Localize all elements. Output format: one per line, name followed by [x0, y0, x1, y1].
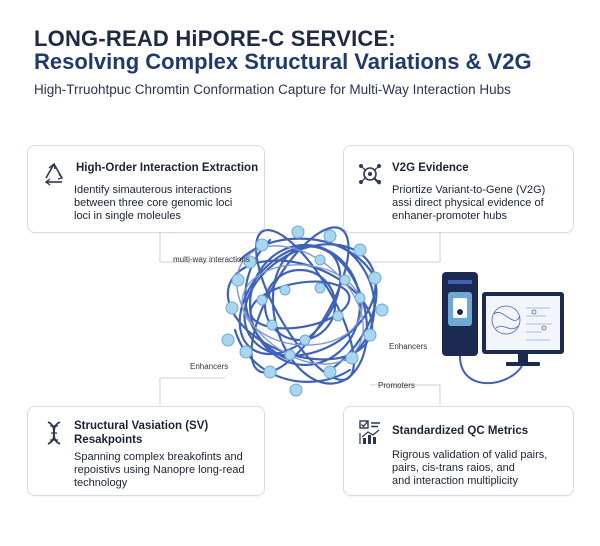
card-body: Spanning complex breakofints and repoist…	[74, 451, 245, 490]
recycle-triangle-icon	[40, 160, 68, 188]
monitor	[482, 292, 564, 366]
card-body-line: repoistivs using Nanopre long-read	[74, 464, 245, 476]
sequencer-unit	[442, 272, 478, 356]
chromatin-strands-light	[236, 245, 364, 365]
sequencer-device-illustration	[442, 272, 564, 385]
card-body-line: and interaction multiplicity	[392, 475, 518, 487]
page-subtitle: High-Trruohtpuc Chromtin Conformation Ca…	[34, 82, 511, 97]
card-body-line: Spanning complex breakofints and	[74, 451, 243, 463]
card-body-line: Priortize Variant-to-Gene (V2G)	[392, 184, 546, 196]
card-body-line: Identify simauterous interactions	[74, 184, 232, 196]
card-body: Priortize Variant-to-Gene (V2G) assi dir…	[392, 184, 545, 223]
card-title: Structural Vasiation (SV) Resakpoints	[74, 419, 208, 447]
card-structural-variation: Structural Vasiation (SV) Resakpoints Sp…	[27, 406, 265, 496]
dna-icon	[40, 419, 68, 447]
card-v2g-evidence: V2G Evidence Priortize Variant-to-Gene (…	[343, 145, 574, 233]
card-body-line: loci in single moleules	[74, 210, 181, 222]
card-title: High-Order Interaction Extraction	[76, 162, 259, 174]
network-search-icon	[356, 160, 384, 188]
page-title-line1: LONG-READ HiPORE-C SERVICE:	[34, 26, 396, 51]
card-body-line: technology	[74, 477, 128, 489]
interaction-beads	[221, 225, 389, 397]
card-title: V2G Evidence	[392, 162, 469, 174]
card-body-line: assi direct physical evidence of	[392, 197, 544, 209]
card-body-line: Rigrous validation of valid pairs,	[392, 449, 548, 461]
card-body-line: pairs, cis-trans raios, and	[392, 462, 515, 474]
checklist-chart-icon	[356, 417, 384, 445]
card-qc-metrics: Standardized QC Metrics Rigrous validati…	[343, 406, 574, 496]
chromatin-strands	[226, 226, 378, 385]
card-title-line: Structural Vasiation (SV)	[74, 420, 209, 432]
card-body-line: enhaner-promoter hubs	[392, 210, 507, 222]
label-promoters: Promoters	[378, 381, 415, 390]
card-body-line: between three core genomic loci	[74, 197, 233, 209]
device-cable	[459, 355, 523, 385]
label-enhancers-left: Enhancers	[190, 362, 229, 371]
page-title-line2: Resolving Complex Structural Variations …	[34, 49, 532, 74]
card-body: Identify simauterous interactions betwee…	[74, 184, 232, 223]
label-multi-way-interactions: multi-way interactions	[173, 255, 250, 264]
card-title-line: Resakpoints	[74, 434, 143, 446]
card-body: Rigrous validation of valid pairs, pairs…	[392, 449, 547, 488]
label-enhancers-right: Enhancers	[389, 342, 428, 351]
card-interaction-extraction: High-Order Interaction Extraction Identi…	[27, 145, 265, 233]
card-title: Standardized QC Metrics	[392, 425, 529, 437]
